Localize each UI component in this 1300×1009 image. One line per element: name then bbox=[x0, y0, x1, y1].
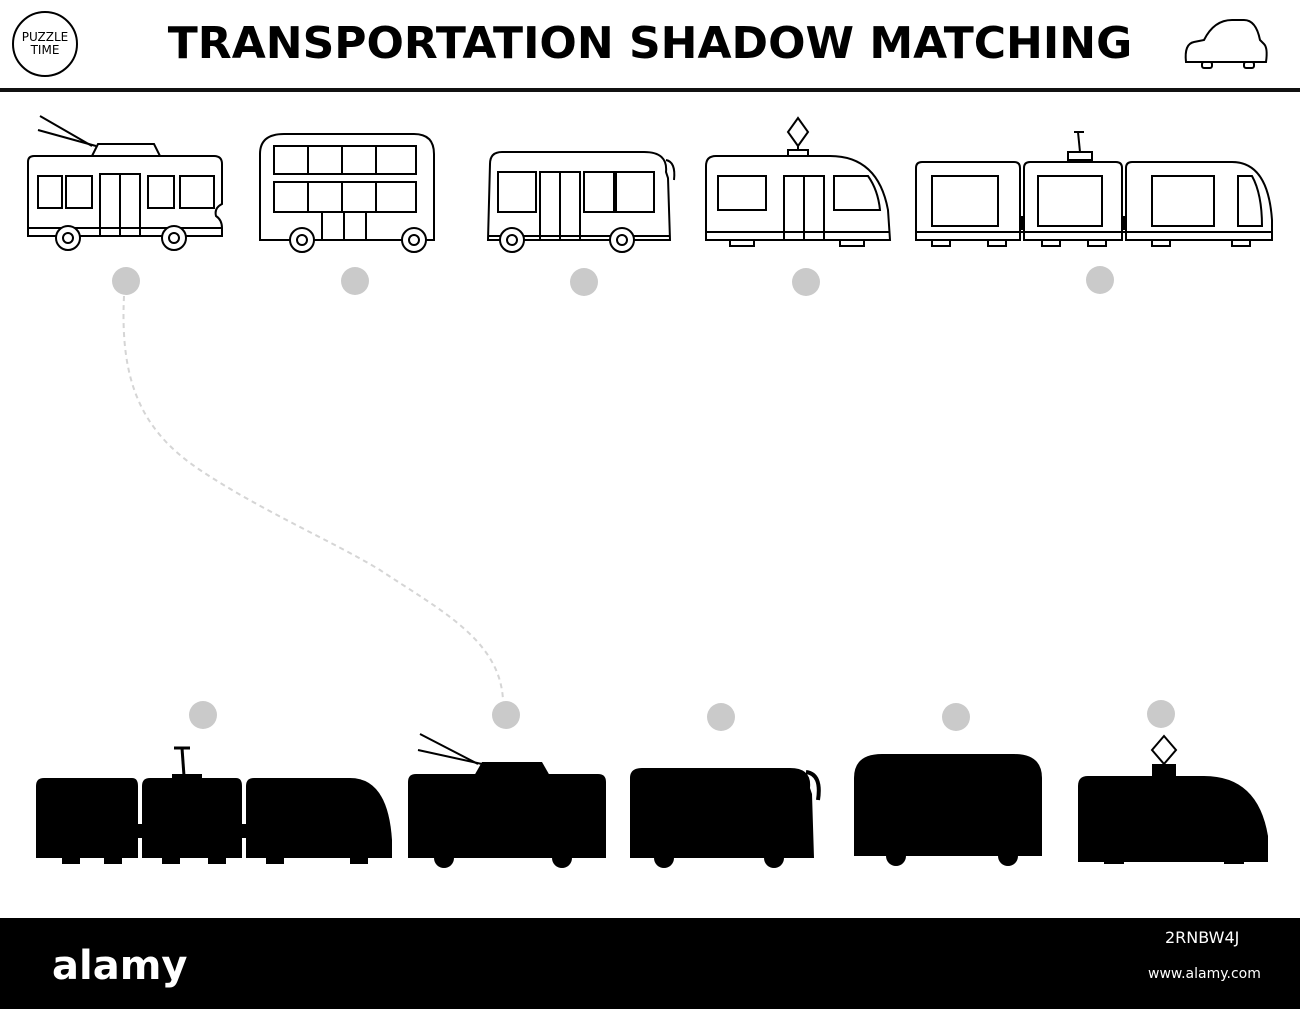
match-dot-double-decker-bus-shadow[interactable] bbox=[942, 703, 970, 731]
alamy-brand: alamy bbox=[52, 943, 188, 989]
match-dot-trolleybus-shadow[interactable] bbox=[492, 701, 520, 729]
match-dot-articulated-tram-shadow[interactable] bbox=[189, 701, 217, 729]
logo-line-2: TIME bbox=[30, 43, 60, 57]
page-title: TRANSPORTATION SHADOW MATCHING bbox=[167, 18, 1133, 69]
match-dot-bus-shadow[interactable] bbox=[707, 703, 735, 731]
stock-image-id: 2RNBW4J bbox=[1165, 928, 1240, 947]
example-match-line bbox=[122, 295, 504, 701]
bus-picture[interactable] bbox=[480, 148, 680, 256]
match-dot-trolleybus[interactable] bbox=[112, 267, 140, 295]
match-dot-tram[interactable] bbox=[792, 268, 820, 296]
articulated-tram-shadow[interactable] bbox=[32, 744, 396, 866]
match-dot-double-decker-bus[interactable] bbox=[341, 267, 369, 295]
double-decker-bus-shadow[interactable] bbox=[848, 748, 1048, 866]
logo-line-1: PUZZLE bbox=[21, 30, 69, 44]
articulated-tram-picture[interactable] bbox=[912, 124, 1276, 254]
bus-shadow[interactable] bbox=[626, 764, 822, 868]
stock-url: www.alamy.com bbox=[1148, 966, 1261, 982]
trolleybus-picture[interactable] bbox=[18, 112, 228, 252]
worksheet: PUZZLE TIME TRANSPORTATION SHADOW MATCHI… bbox=[0, 11, 1300, 870]
header-divider bbox=[0, 88, 1300, 92]
tram-picture[interactable] bbox=[700, 114, 896, 256]
tram-shadow[interactable] bbox=[1074, 732, 1274, 866]
trolleybus-shadow[interactable] bbox=[404, 730, 610, 870]
car-outline-icon bbox=[1184, 19, 1268, 69]
match-dot-articulated-tram[interactable] bbox=[1086, 266, 1114, 294]
watermark-footer: alamy 2RNBW4J www.alamy.com bbox=[0, 918, 1300, 1009]
puzzle-time-logo: PUZZLE TIME bbox=[12, 11, 78, 77]
double-decker-bus-picture[interactable] bbox=[254, 130, 440, 256]
match-dot-bus[interactable] bbox=[570, 268, 598, 296]
match-dot-tram-shadow[interactable] bbox=[1147, 700, 1175, 728]
